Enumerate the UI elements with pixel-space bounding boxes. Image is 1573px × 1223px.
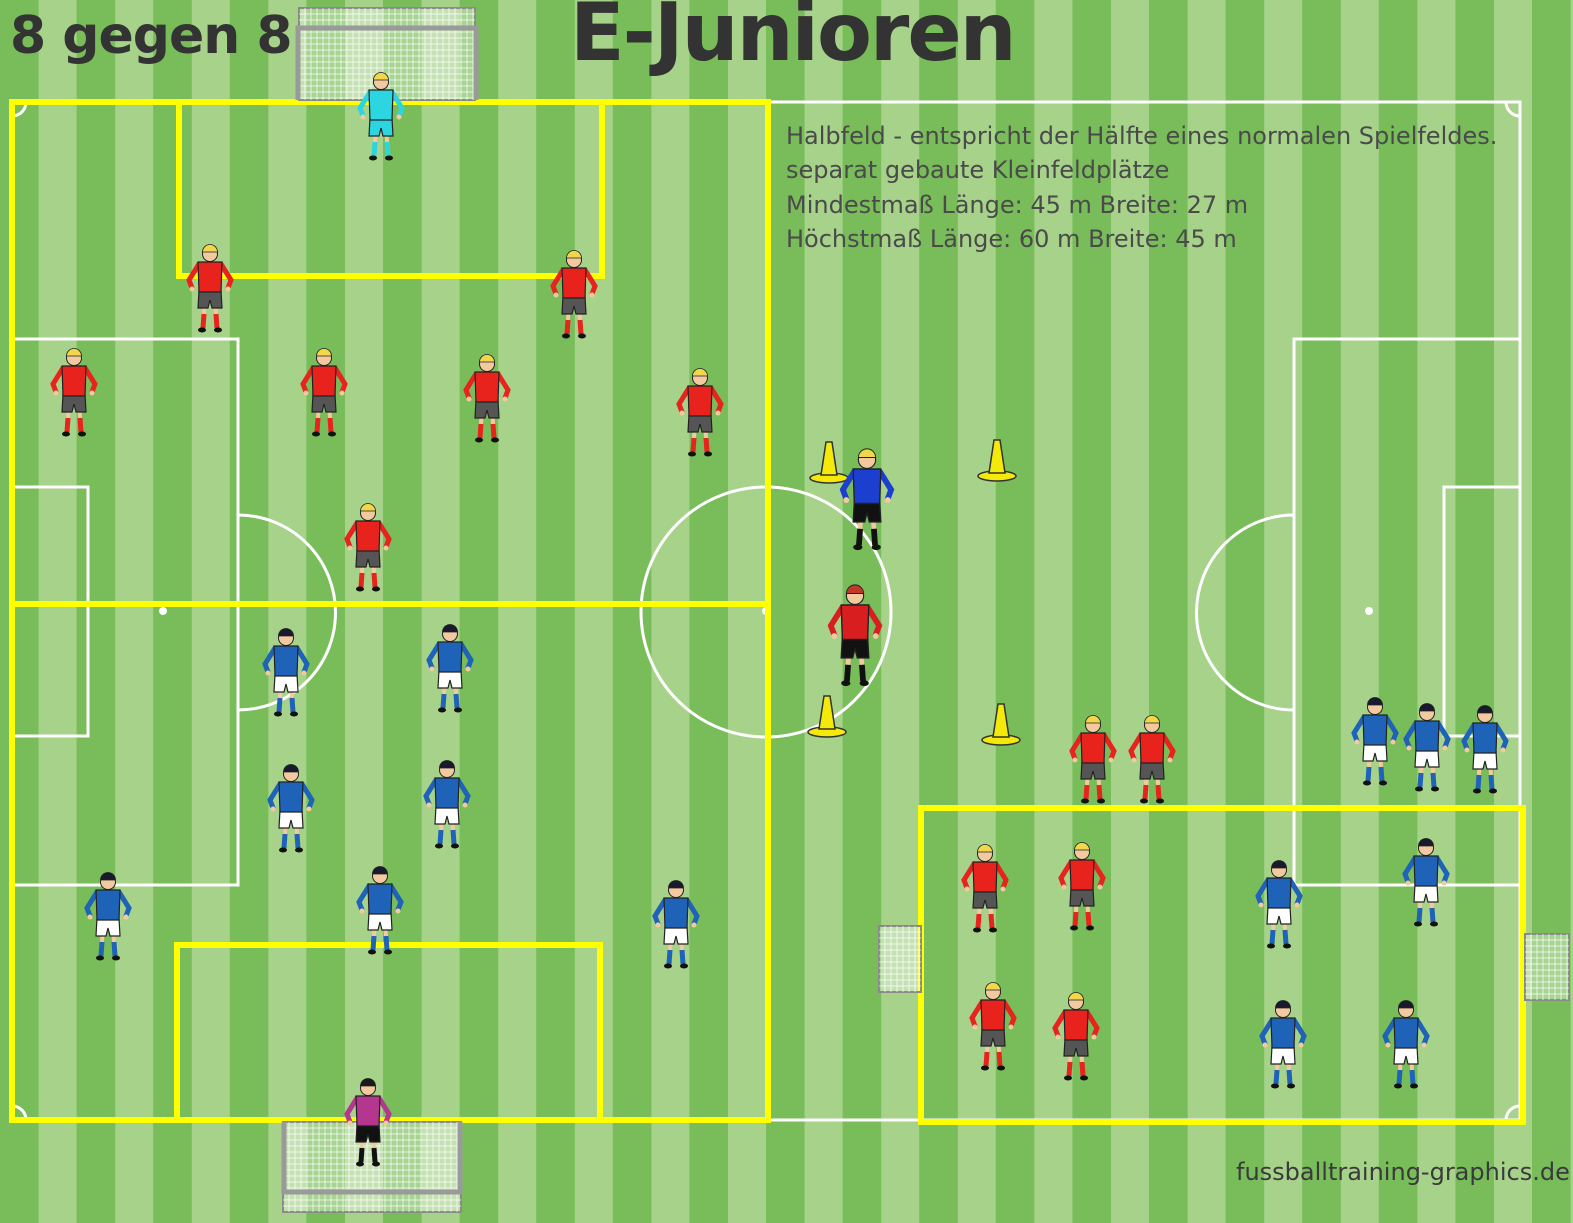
penalty-spot-left xyxy=(159,607,167,615)
match-format-title: 8 gegen 8 xyxy=(10,6,292,66)
grass-stripe xyxy=(0,0,39,1223)
info-line: Höchstmaß Länge: 60 m Breite: 45 m xyxy=(786,225,1237,253)
grass-stripe xyxy=(1302,0,1341,1223)
mini-goal-left xyxy=(879,926,921,992)
info-line: separat gebaute Kleinfeldplätze xyxy=(786,156,1169,184)
grass-stripe xyxy=(1226,0,1265,1223)
grass-stripe xyxy=(536,0,575,1223)
grass-stripe xyxy=(1532,0,1571,1223)
grass-stripe xyxy=(306,0,345,1223)
grass-stripe xyxy=(153,0,192,1223)
grass-stripe xyxy=(77,0,116,1223)
info-line: Halbfeld - entspricht der Hälfte eines n… xyxy=(786,122,1497,150)
penalty-spot-right xyxy=(1365,607,1373,615)
page-title: E-Junioren xyxy=(570,0,1015,79)
grass-stripe xyxy=(383,0,422,1223)
grass-stripe xyxy=(1455,0,1494,1223)
grass-stripe xyxy=(689,0,728,1223)
grass-stripe xyxy=(460,0,499,1223)
grass-stripe xyxy=(230,0,269,1223)
credit-text: fussballtraining-graphics.de xyxy=(1236,1158,1570,1186)
grass-stripe xyxy=(613,0,652,1223)
info-line: Mindestmaß Länge: 45 m Breite: 27 m xyxy=(786,191,1248,219)
mini-goal-right xyxy=(1525,934,1569,1000)
